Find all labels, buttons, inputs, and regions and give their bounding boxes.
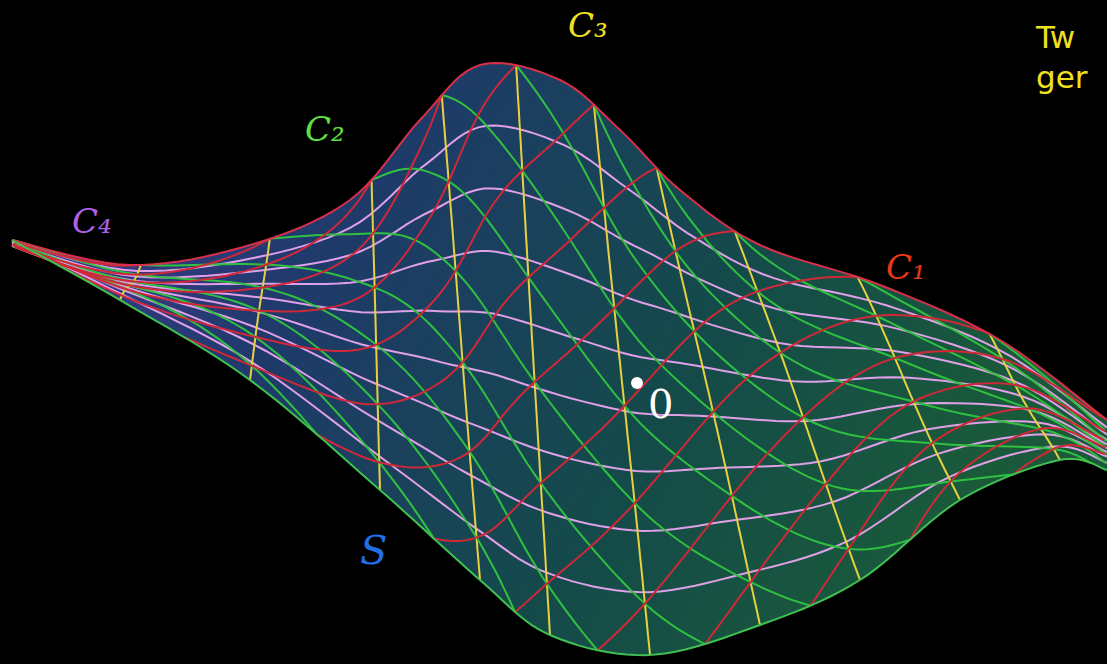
grid-curve (12, 243, 1107, 531)
grid-curve (13, 95, 442, 292)
origin-label: 0 (648, 384, 673, 424)
grid-curve (594, 105, 650, 655)
grid-curve (14, 243, 515, 612)
grid-curve (12, 239, 269, 275)
note-text: ger (1036, 62, 1088, 93)
grid-curve (705, 383, 1105, 644)
grid-curve (811, 409, 1104, 606)
grid-curve (184, 168, 657, 404)
surface-patch (12, 63, 1107, 655)
surface-edge (12, 240, 1107, 655)
curve-label: C₃ (568, 8, 608, 42)
grid-curve (12, 246, 1107, 448)
grid-curve (317, 231, 735, 467)
grid-curve (442, 95, 480, 580)
grid-curve (141, 264, 705, 644)
grid-curve (12, 240, 598, 650)
grid-curve (910, 428, 1106, 540)
grid-curve (442, 95, 1014, 491)
grid-curve (735, 231, 860, 580)
grid-curve (58, 105, 594, 351)
curve-label: C₁ (886, 250, 926, 284)
grid-curve (657, 168, 1107, 454)
origin-dot (631, 377, 643, 389)
coordinate-curves (12, 65, 1107, 655)
grid-curve (12, 244, 1107, 440)
grid-curve (270, 233, 811, 605)
grid-curve (735, 231, 1105, 446)
curve-label: C₂ (305, 112, 345, 146)
curve-label: C₄ (72, 204, 112, 238)
surface-edge (12, 63, 1107, 420)
grid-curve (434, 277, 858, 541)
grid-curve (598, 351, 1107, 650)
grid-curve (15, 65, 516, 311)
note-text: Tw (1036, 22, 1075, 53)
surface-label: S (360, 530, 387, 570)
grid-curve (372, 169, 911, 550)
grid-curve (858, 277, 960, 500)
grid-curve (515, 315, 990, 612)
